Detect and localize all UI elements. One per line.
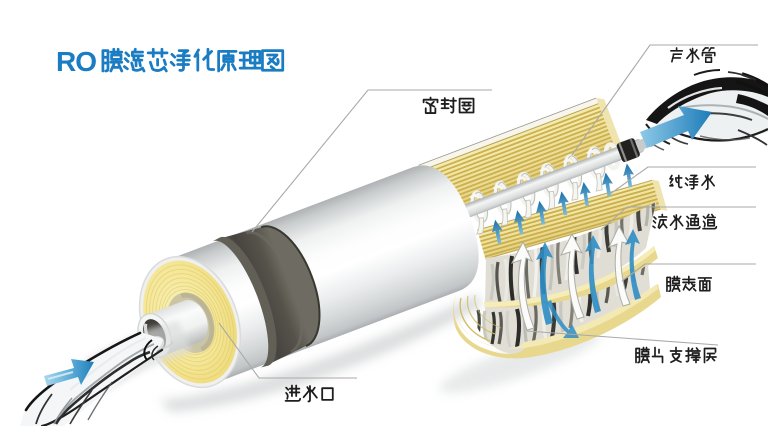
svg-text:RO: RO	[56, 46, 96, 77]
